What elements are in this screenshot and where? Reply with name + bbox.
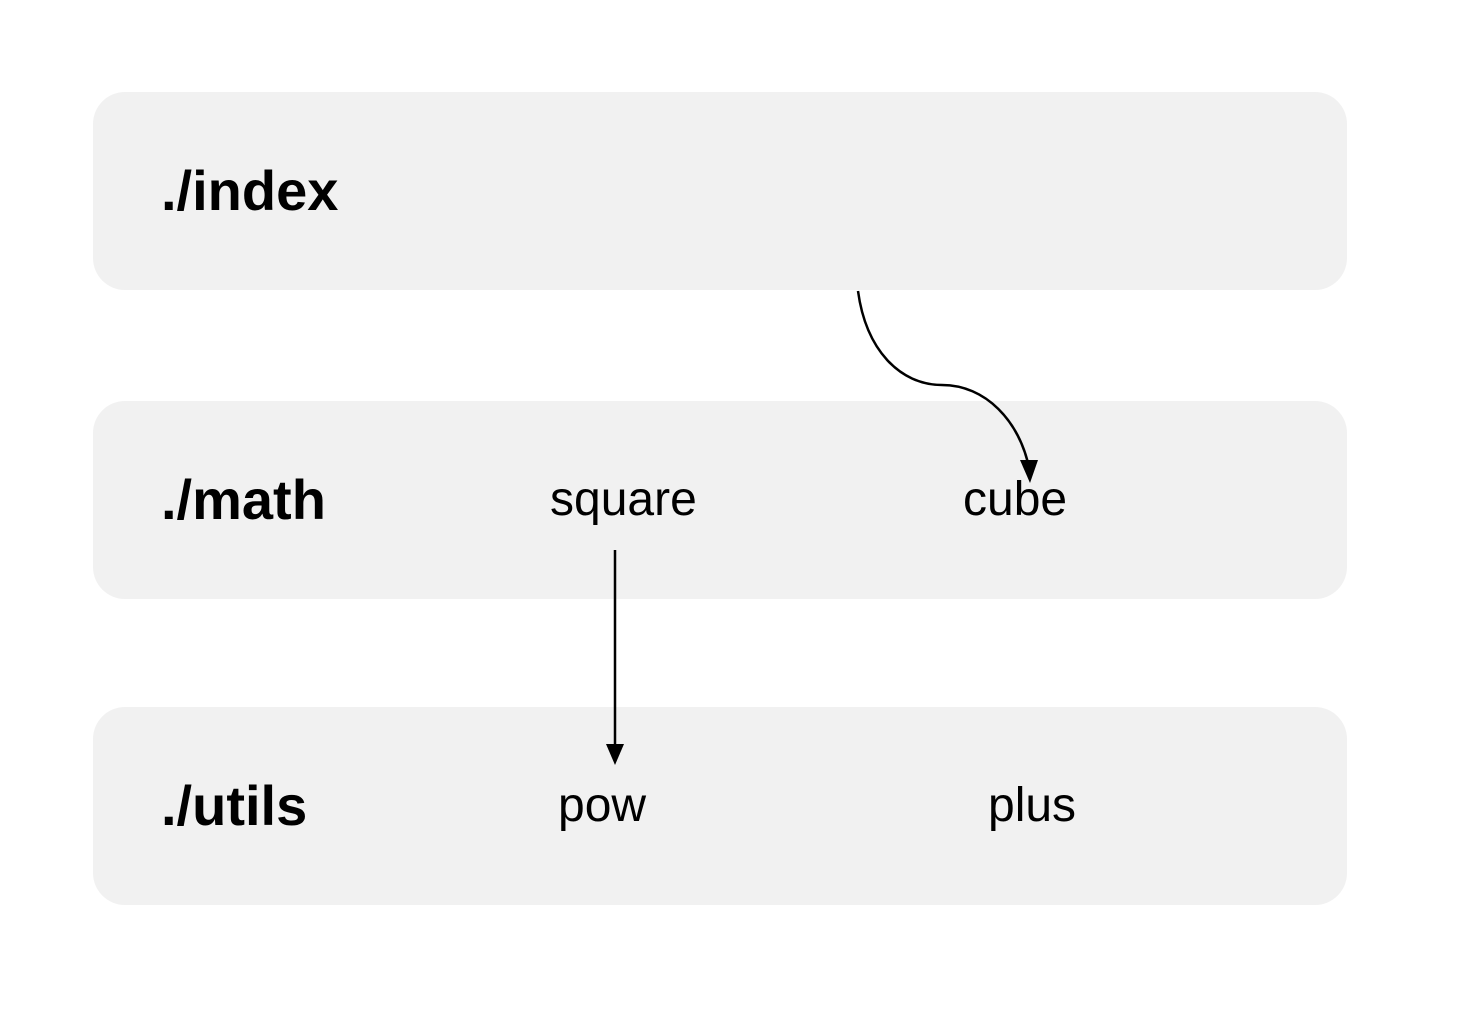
module-math-box: ./math square cube (93, 401, 1347, 599)
module-utils-box: ./utils pow plus (93, 707, 1347, 905)
export-square: square (550, 473, 697, 526)
module-name-math: ./math (161, 468, 326, 531)
module-name-index: ./index (161, 159, 339, 222)
export-plus: plus (988, 779, 1077, 832)
export-cube: cube (963, 473, 1068, 526)
module-index-box: ./index (93, 92, 1347, 290)
export-pow: pow (558, 779, 647, 832)
module-name-utils: ./utils (161, 774, 308, 837)
